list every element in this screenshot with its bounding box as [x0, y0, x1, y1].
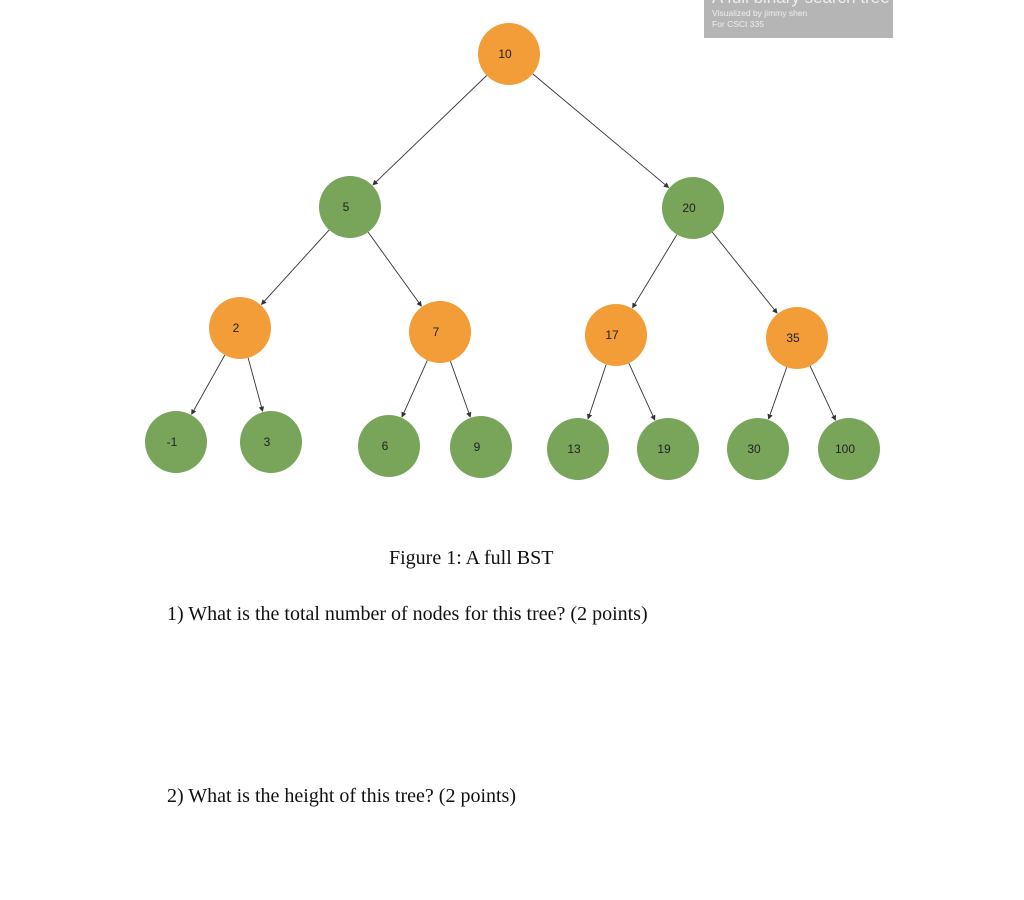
- node-circle: [145, 411, 207, 473]
- edge-10-5: [372, 75, 487, 186]
- edge-2-3: [247, 357, 265, 412]
- node-label: 30: [747, 442, 761, 456]
- node-label: 6: [382, 439, 389, 453]
- edge-20-35: [712, 231, 778, 314]
- edge-7-9: [449, 361, 472, 418]
- node-circle: [450, 416, 512, 478]
- banner-title: A full binary search tree: [712, 0, 890, 8]
- edge-10-20: [532, 73, 670, 189]
- node-circle: [240, 411, 302, 473]
- banner-credit: Visualized by jimmy shen: [712, 8, 808, 18]
- node-label: 2: [233, 321, 240, 335]
- node-20: 20: [662, 177, 724, 239]
- node-10: 10: [478, 23, 540, 85]
- edge-5-2: [260, 229, 330, 305]
- node-circle: [209, 297, 271, 359]
- node-label: 19: [657, 442, 671, 456]
- node-circle: [409, 301, 471, 363]
- edge-35-100: [809, 365, 836, 421]
- node-9: 9: [450, 416, 512, 478]
- watermark-banner: A full binary search tree Visualized by …: [704, 0, 893, 38]
- node-label: 7: [433, 325, 440, 339]
- node-7: 7: [409, 301, 471, 363]
- node-30: 30: [727, 418, 789, 480]
- node-2: 2: [209, 297, 271, 359]
- node-circle: [319, 176, 381, 238]
- node-label: 9: [474, 440, 481, 454]
- figure-caption: Figure 1: A full BST: [389, 547, 554, 569]
- question-2: 2) What is the height of this tree? (2 p…: [167, 785, 516, 807]
- node-label: 35: [786, 331, 800, 345]
- edge-7-6: [401, 360, 428, 418]
- node-5: 5: [319, 176, 381, 238]
- node-circle: [662, 177, 724, 239]
- node-100: 100: [818, 418, 880, 480]
- edge-35-30: [767, 367, 788, 420]
- node-19: 19: [637, 418, 699, 480]
- node-label: 20: [682, 201, 696, 215]
- node-label: 13: [567, 442, 581, 456]
- node-circle: [478, 23, 540, 85]
- node-label: 100: [835, 442, 855, 456]
- node-label: 3: [264, 435, 271, 449]
- edge-20-17: [632, 234, 678, 309]
- node-35: 35: [766, 307, 828, 369]
- node-3: 3: [240, 411, 302, 473]
- edge-5-7: [367, 231, 422, 307]
- node-label: 5: [343, 200, 350, 214]
- node-circle: [358, 415, 420, 477]
- node-circle: [637, 418, 699, 480]
- edge-2--1: [191, 354, 226, 415]
- node-13: 13: [547, 418, 609, 480]
- bst-diagram: 10 5 20 2 7 17 35 -1 3 6 9 13 19 30 100: [145, 23, 880, 480]
- node-circle: [727, 418, 789, 480]
- banner-course: For CSCI 335: [712, 19, 764, 29]
- node-label: -1: [167, 435, 178, 449]
- node-circle: [766, 307, 828, 369]
- question-1: 1) What is the total number of nodes for…: [167, 603, 648, 625]
- node-6: 6: [358, 415, 420, 477]
- node-label: 17: [605, 328, 619, 342]
- node-circle: [585, 304, 647, 366]
- edge-17-13: [586, 364, 607, 420]
- node-label: 10: [498, 47, 512, 61]
- node-circle: [547, 418, 609, 480]
- node-17: 17: [585, 304, 647, 366]
- node--1: -1: [145, 411, 207, 473]
- node-circle: [818, 418, 880, 480]
- edge-17-19: [628, 363, 656, 421]
